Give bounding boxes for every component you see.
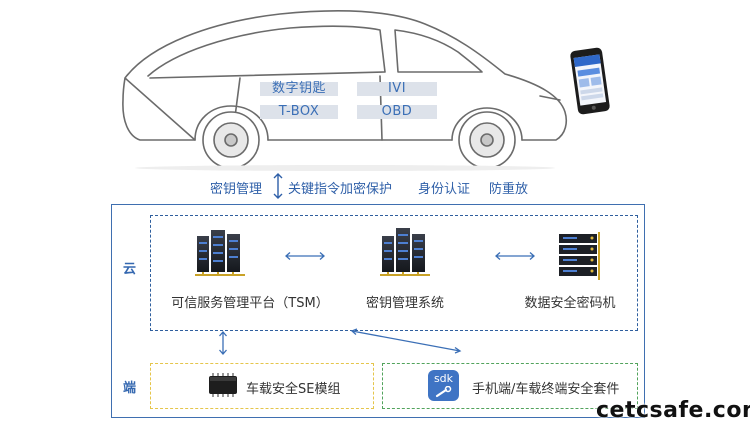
kms-label: 密钥管理系统 bbox=[365, 296, 444, 311]
tsm-server-icon bbox=[195, 230, 245, 276]
caption-encryption: 关键指令加密保护 bbox=[288, 182, 393, 197]
se-module-label: 车载安全SE模组 bbox=[246, 382, 341, 397]
tbox-chip: T-BOX bbox=[260, 105, 338, 119]
cloud-region bbox=[150, 215, 638, 331]
caption-replay: 防重放 bbox=[489, 182, 529, 197]
caption-key-management: 密钥管理 bbox=[210, 182, 263, 197]
crypto-label: 数据安全密码机 bbox=[524, 296, 616, 311]
endpoint-side-label: 端 bbox=[123, 381, 137, 396]
site-watermark: cetcsafe.com bbox=[596, 398, 750, 423]
se-module-region bbox=[150, 363, 374, 409]
double-arrow-icon bbox=[273, 173, 283, 199]
caption-identity: 身份认证 bbox=[418, 182, 471, 197]
ivi-chip: IVI bbox=[357, 82, 437, 96]
tsm-label: 可信服务管理平台（TSM） bbox=[171, 296, 329, 311]
kms-server-icon bbox=[380, 228, 430, 276]
obd-chip: OBD bbox=[357, 105, 437, 119]
crypto-machine-icon bbox=[559, 232, 600, 280]
se-chip-icon bbox=[209, 373, 237, 397]
wrench-icon bbox=[435, 386, 452, 398]
digital-key-chip: 数字钥匙 bbox=[260, 82, 338, 96]
arrow-kms-crypto bbox=[495, 252, 535, 260]
wheel-rear bbox=[202, 111, 260, 169]
wheel-front bbox=[458, 111, 516, 169]
arrow-tsm-kms bbox=[285, 252, 325, 260]
sdk-icon-text: sdk bbox=[433, 372, 454, 385]
system-frame bbox=[111, 204, 645, 418]
sdk-suite-region bbox=[382, 363, 638, 409]
cloud-side-label: 云 bbox=[123, 262, 137, 277]
sdk-icon: sdk bbox=[428, 370, 459, 401]
arrow-cloud-sdk bbox=[350, 328, 462, 354]
arrow-cloud-se bbox=[219, 331, 227, 355]
smartphone-icon bbox=[570, 47, 610, 115]
sdk-suite-label: 手机端/车载终端安全套件 bbox=[472, 382, 620, 397]
